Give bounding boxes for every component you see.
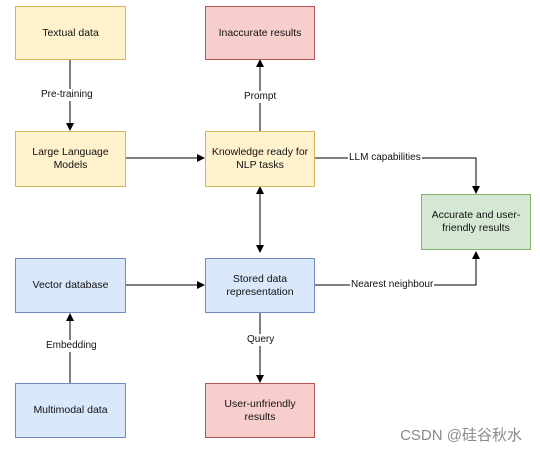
- watermark: CSDN @硅谷秋水: [400, 427, 522, 444]
- node-multimodal-data: Multimodal data: [15, 383, 126, 438]
- node-vector-database: Vector database: [15, 258, 126, 313]
- node-stored-data: Stored data representation: [205, 258, 315, 313]
- node-accurate-results: Accurate and user-friendly results: [421, 194, 531, 250]
- node-knowledge-ready: Knowledge ready for NLP tasks: [205, 131, 315, 187]
- node-textual-data: Textual data: [15, 6, 126, 60]
- node-user-unfriendly-results: User-unfriendly results: [205, 383, 315, 438]
- edge-label-query: Query: [246, 334, 276, 346]
- node-inaccurate-results: Inaccurate results: [205, 6, 315, 60]
- edge-label-pretraining: Pre-training: [40, 89, 94, 101]
- edge-label-nearest-neighbour: Nearest neighbour: [350, 279, 435, 291]
- edge-label-llm-capabilities: LLM capabilities: [348, 152, 422, 164]
- node-large-language-models: Large Language Models: [15, 131, 126, 187]
- edge-label-prompt: Prompt: [243, 91, 278, 103]
- edge-label-embedding: Embedding: [45, 340, 98, 352]
